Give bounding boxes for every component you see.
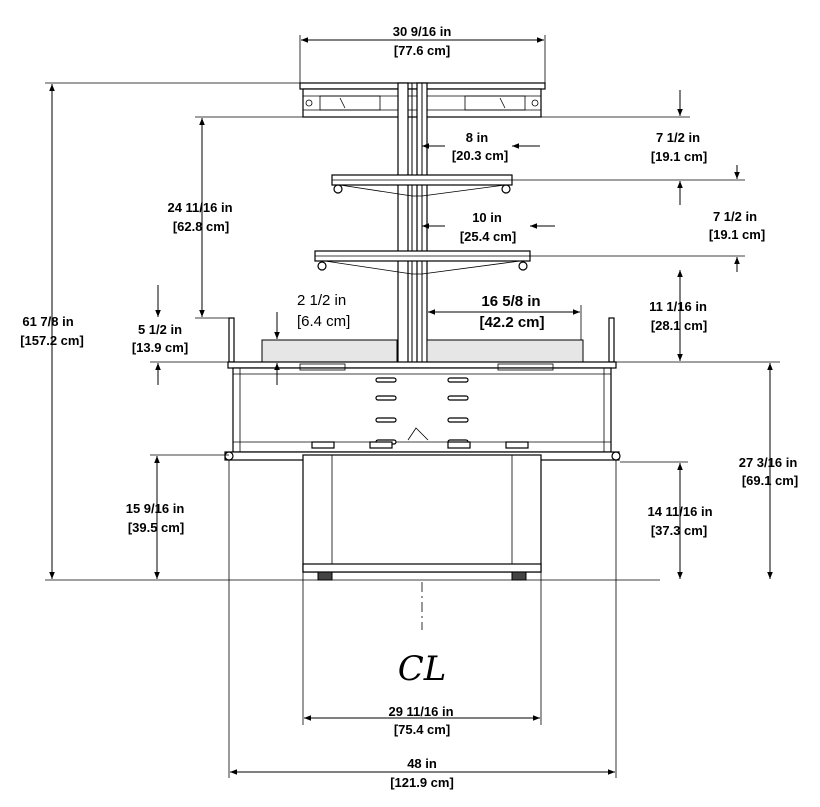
base-height-right-imperial: 14 11/16 in — [647, 504, 712, 519]
shelf2-depth-metric: [25.4 cm] — [460, 229, 516, 244]
shelf-spacing-1-imperial: 7 1/2 in — [656, 130, 700, 145]
dimension-labels: 30 9/16 in [77.6 cm] 61 7/8 in [157.2 cm… — [20, 24, 798, 790]
overall-width-imperial: 48 in — [407, 756, 437, 771]
base-height-left-metric: [39.5 cm] — [128, 520, 184, 535]
overall-width-metric: [121.9 cm] — [390, 775, 454, 790]
table-height-metric: [69.1 cm] — [742, 473, 798, 488]
shelf-spacing-2-metric: [19.1 cm] — [709, 227, 765, 242]
bin-depth-metric: [6.4 cm] — [297, 313, 350, 330]
shelf1-depth-imperial: 8 in — [466, 130, 488, 145]
overall-height-imperial: 61 7/8 in — [22, 314, 73, 329]
bin-width-imperial: 16 5/8 in — [481, 293, 540, 310]
base-height-right-metric: [37.3 cm] — [651, 523, 707, 538]
display-bins — [261, 339, 584, 363]
base-width-metric: [75.4 cm] — [394, 722, 450, 737]
shelf-spacing-1-metric: [19.1 cm] — [651, 149, 707, 164]
shelf2-depth-imperial: 10 in — [472, 210, 502, 225]
shelf-spacing-2-imperial: 7 1/2 in — [713, 209, 757, 224]
vent-slots — [375, 377, 469, 445]
top-width-metric: [77.6 cm] — [394, 43, 450, 58]
centerline-symbol: CL — [398, 649, 447, 689]
shelf3-clearance-imperial: 11 1/16 in — [649, 299, 707, 314]
base-height-left-imperial: 15 9/16 in — [126, 501, 185, 516]
upper-height-metric: [62.8 cm] — [173, 219, 229, 234]
upper-height-imperial: 24 11/16 in — [167, 200, 232, 215]
table-body — [224, 361, 621, 461]
top-width-imperial: 30 9/16 in — [393, 24, 452, 39]
display-unit — [224, 82, 621, 581]
shelf1-depth-metric: [20.3 cm] — [452, 148, 508, 163]
dimension-lines — [45, 35, 780, 778]
table-height-imperial: 27 3/16 in — [739, 455, 798, 470]
base-width-imperial: 29 11/16 in — [388, 704, 453, 719]
post-height-imperial: 5 1/2 in — [138, 322, 182, 337]
bin-width-metric: [42.2 cm] — [479, 314, 544, 331]
bin-depth-imperial: 2 1/2 in — [297, 292, 346, 309]
post-height-metric: [13.9 cm] — [132, 340, 188, 355]
overall-height-metric: [157.2 cm] — [20, 333, 84, 348]
shelf3-clearance-metric: [28.1 cm] — [651, 318, 707, 333]
base-cabinet — [302, 454, 542, 581]
